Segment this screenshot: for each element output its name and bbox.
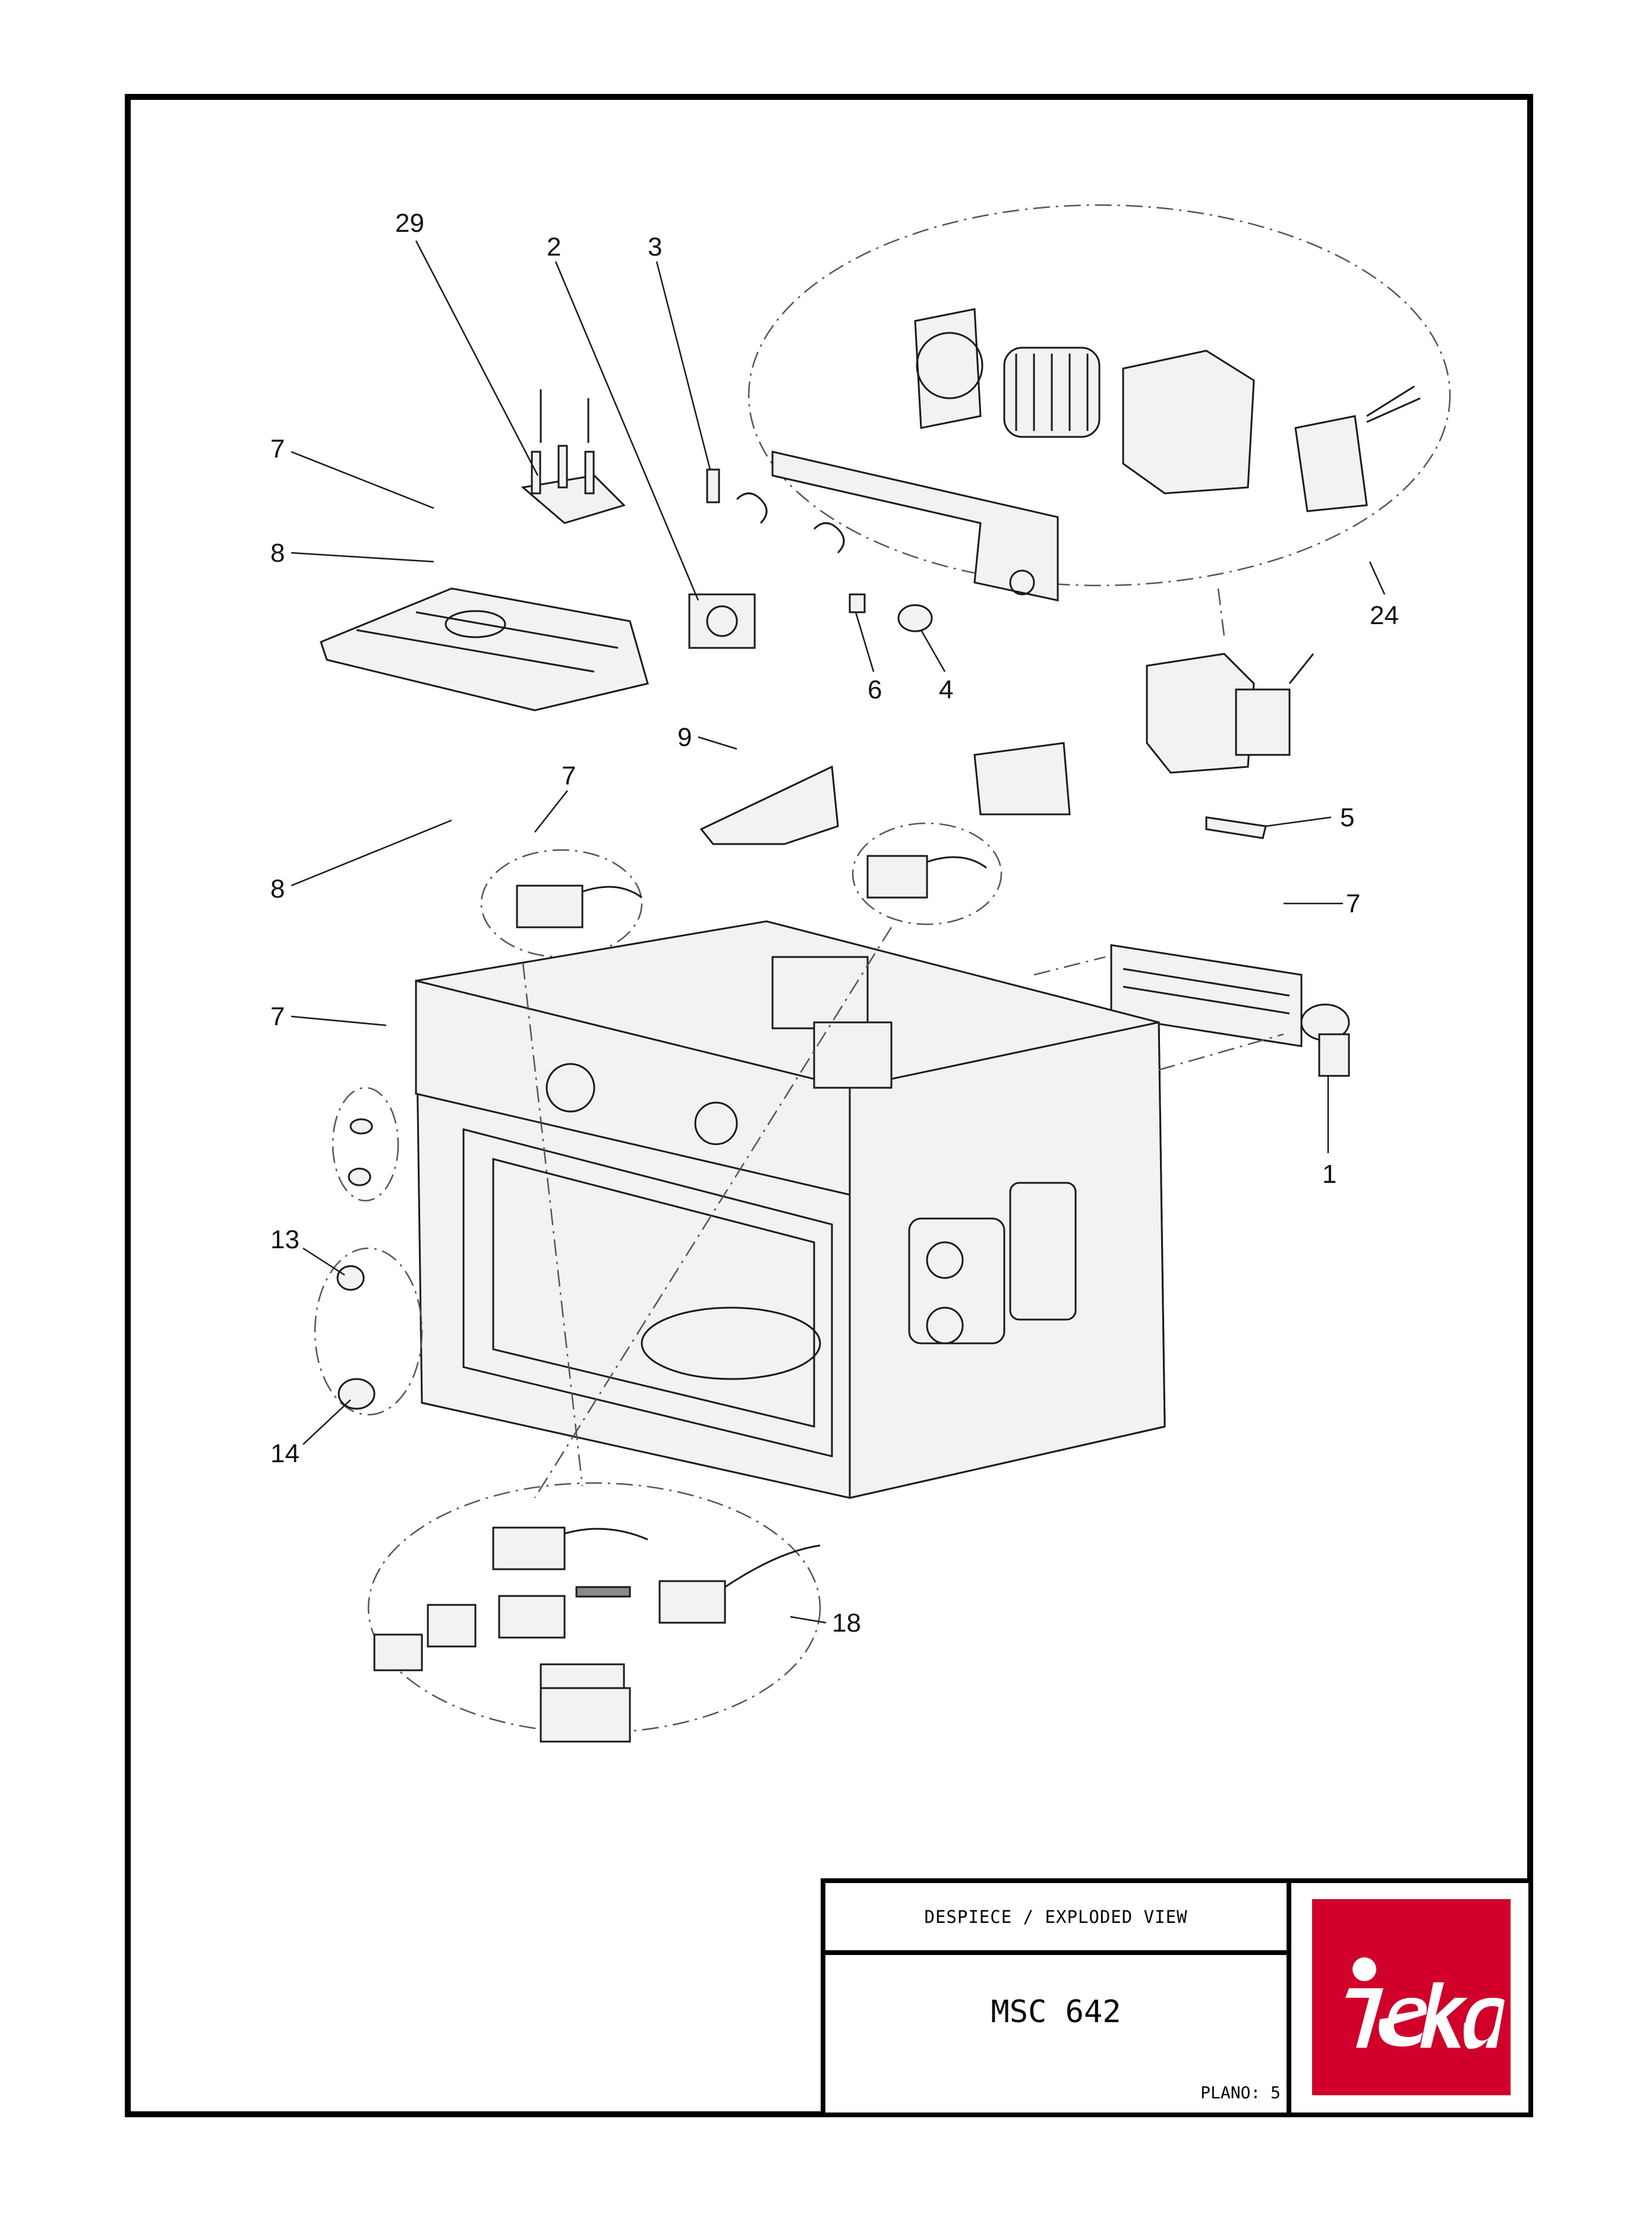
bracket-plate xyxy=(688,451,1059,649)
plano-number: PLANO: 5 xyxy=(1200,2082,1281,2102)
callout-8-bottom: 8 xyxy=(270,874,285,903)
callout-13: 13 xyxy=(270,1225,299,1254)
resistor-5 xyxy=(1205,816,1267,839)
callout-7-top: 7 xyxy=(270,435,285,464)
callout-7-left-switch: 7 xyxy=(562,761,576,791)
oven-cavity-body xyxy=(415,920,1166,1499)
switch-group-18 xyxy=(367,1482,821,1743)
model-number: MSC 642 xyxy=(991,1994,1121,2030)
callout-5: 5 xyxy=(1340,803,1354,832)
title-block-heading: DESPIECE / EXPLODED VIEW xyxy=(924,1906,1188,1927)
switch-group-center xyxy=(852,822,1002,925)
callout-1: 1 xyxy=(1322,1160,1336,1189)
callout-numbers: 29 2 3 7 8 24 6 4 9 7 5 8 7 7 1 13 14 18 xyxy=(270,209,1399,1638)
callout-9: 9 xyxy=(677,723,692,752)
callout-18: 18 xyxy=(832,1608,861,1638)
teka-logo-wordmark xyxy=(1345,1982,1505,2049)
callout-29: 29 xyxy=(395,209,424,238)
door-parts-group xyxy=(314,1087,423,1416)
knob-holder-29 xyxy=(521,389,626,524)
title-block-divider-horizontal xyxy=(821,1950,1291,1955)
callout-24: 24 xyxy=(1370,601,1399,630)
callout-7-front: 7 xyxy=(270,1002,285,1031)
title-block-divider-vertical xyxy=(1287,1878,1291,2117)
callout-6: 6 xyxy=(868,675,882,704)
callout-4: 4 xyxy=(939,675,953,704)
callout-7-right: 7 xyxy=(1346,889,1360,918)
projection-lines xyxy=(522,588,1284,1498)
teka-logo xyxy=(1312,1899,1511,2095)
fan-assembly-group xyxy=(748,204,1451,587)
callout-14: 14 xyxy=(270,1439,299,1468)
teka-logo-background xyxy=(1312,1899,1511,2095)
deflector-9 xyxy=(699,742,1071,845)
callout-2: 2 xyxy=(547,232,561,262)
tangential-fan-1 xyxy=(1110,944,1350,1077)
teka-logo-dot xyxy=(1353,1957,1376,1981)
callout-8-top: 8 xyxy=(270,539,285,568)
callout-leaders xyxy=(291,240,1386,1624)
top-cover-plate xyxy=(320,587,649,711)
switch-group-left xyxy=(480,849,643,958)
callout-3: 3 xyxy=(648,232,662,262)
fan-motor xyxy=(1146,653,1314,774)
